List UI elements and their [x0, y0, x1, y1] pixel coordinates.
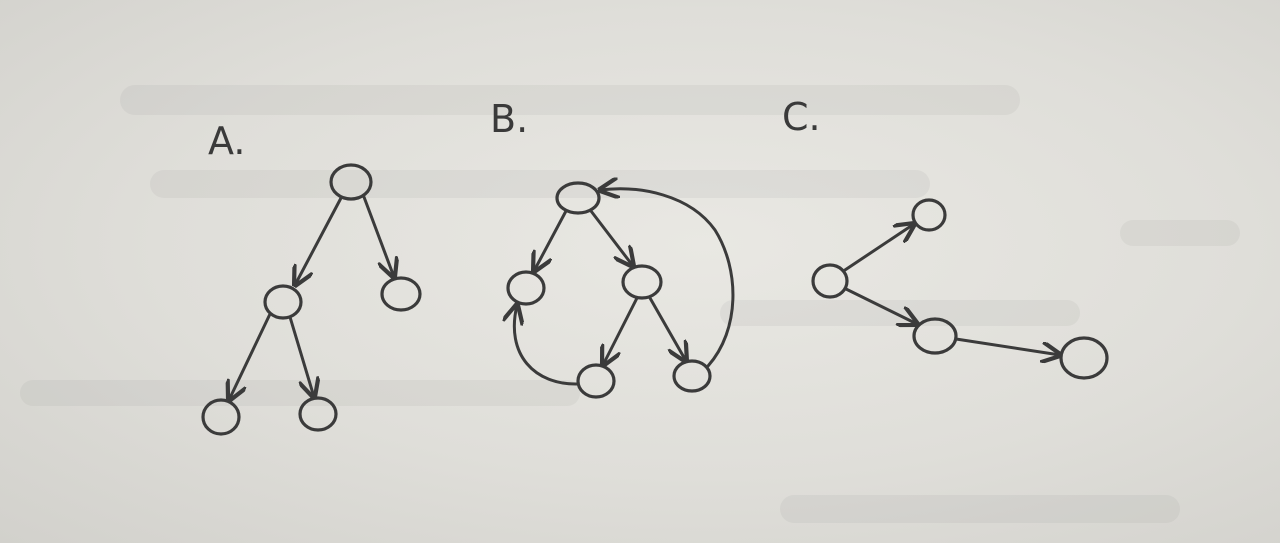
graph-c-node-middle — [912, 317, 958, 355]
graph-c: C. — [782, 95, 1109, 380]
graph-b-node-bottom — [576, 363, 616, 399]
label-a: A. — [208, 119, 245, 163]
label-c: C. — [782, 95, 821, 139]
graph-a-edge-root-left — [295, 196, 343, 285]
graph-b: B. — [490, 97, 735, 399]
graph-a-node-left-left — [201, 398, 241, 436]
bleed-through-texture — [20, 85, 1240, 523]
graph-c-node-upper — [911, 198, 947, 232]
graph-a-node-right — [380, 276, 422, 312]
graph-a: A. — [201, 119, 422, 436]
graph-b-node-bottom-right — [672, 359, 712, 393]
graph-b-edge-top-left — [534, 209, 568, 271]
graph-b-edge-bottomright-top — [600, 189, 735, 368]
graph-c-edge-middle-far — [954, 337, 1060, 355]
graph-c-edge-source-upper — [843, 224, 914, 272]
graph-b-node-right — [621, 264, 663, 300]
graph-a-edge-root-right — [362, 195, 394, 277]
graph-a-node-left — [263, 284, 303, 320]
graph-b-node-left — [506, 270, 546, 306]
graph-b-edge-top-right — [589, 209, 633, 266]
label-b: B. — [490, 97, 528, 141]
graph-b-edge-right-bottom — [603, 296, 639, 365]
graph-a-node-root — [329, 163, 373, 201]
graph-a-edge-left-leftright — [288, 315, 314, 397]
graph-c-edge-source-middle — [844, 287, 917, 324]
graph-a-edge-left-leftleft — [229, 312, 272, 400]
graph-b-edge-bottom-left — [514, 305, 580, 386]
graph-c-node-source — [811, 263, 849, 299]
graph-c-node-far — [1059, 336, 1109, 380]
graph-b-edge-right-bottomright — [648, 296, 686, 361]
